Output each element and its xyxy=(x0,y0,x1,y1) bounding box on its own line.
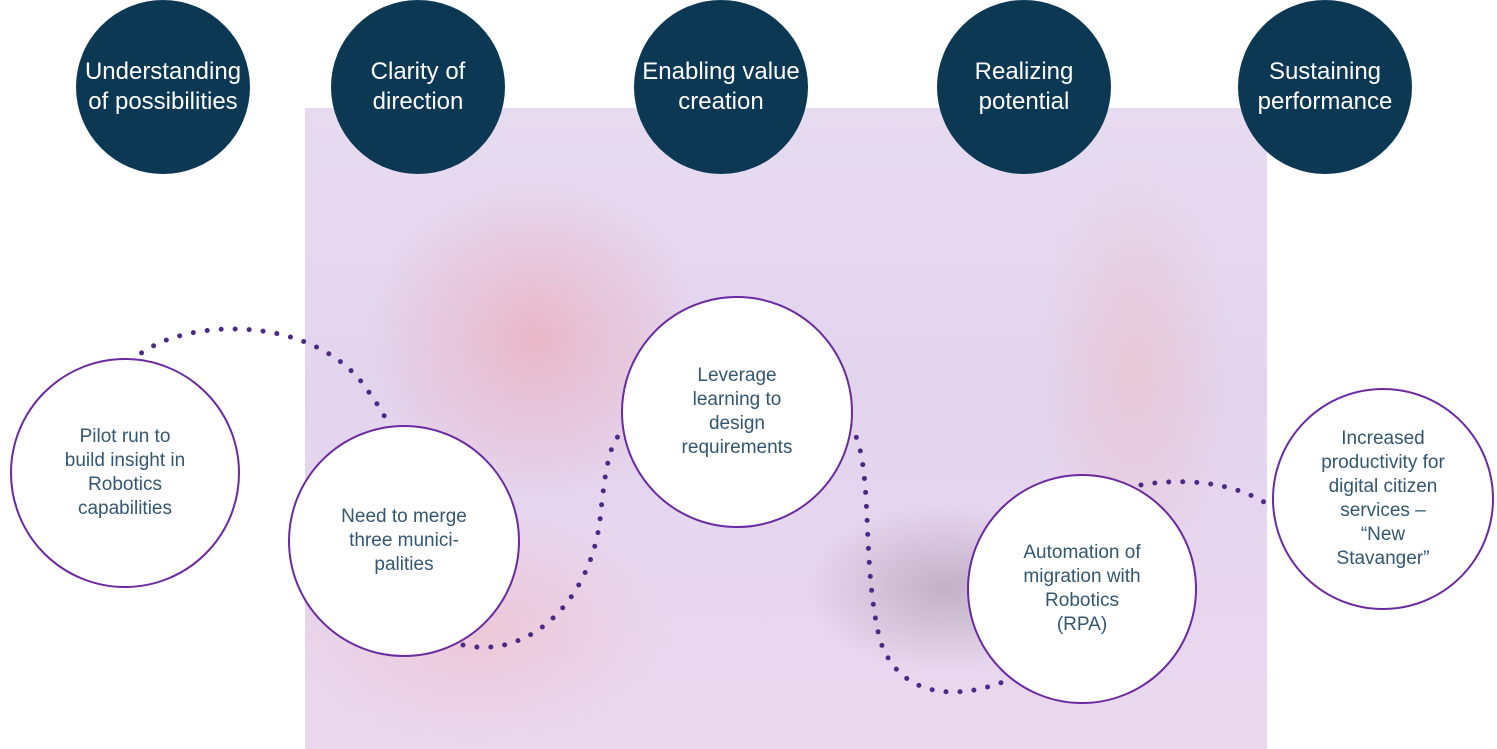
step-circle-leverage: Leverage learning to design requirements xyxy=(621,296,853,528)
stage-label: Understanding of possibilities xyxy=(84,58,242,115)
stage-circle-clarity: Clarity of direction xyxy=(331,0,505,174)
stage-circle-understanding: Understanding of possibilities xyxy=(76,0,250,174)
step-circle-pilot: Pilot run to build insight in Robotics c… xyxy=(10,358,240,588)
step-label: Increased productivity for digital citiz… xyxy=(1321,428,1445,569)
step-circle-productivity: Increased productivity for digital citiz… xyxy=(1272,388,1494,610)
stage-label: Clarity of direction xyxy=(370,58,466,115)
stage-label: Enabling value creation xyxy=(642,58,800,115)
step-label: Pilot run to build insight in Robotics c… xyxy=(64,426,186,519)
step-label: Automation of migration with Robotics (R… xyxy=(1023,542,1141,635)
stage-label: Sustaining performance xyxy=(1257,58,1393,115)
step-label: Need to merge three munici- palities xyxy=(341,506,467,575)
stage-circle-sustaining: Sustaining performance xyxy=(1238,0,1412,174)
step-label: Leverage learning to design requirements xyxy=(681,365,793,458)
stage-circle-enabling: Enabling value creation xyxy=(634,0,808,174)
stage-label: Realizing potential xyxy=(974,58,1074,115)
step-circle-merge: Need to merge three munici- palities xyxy=(288,425,520,657)
stage-circle-realizing: Realizing potential xyxy=(937,0,1111,174)
step-circle-automation: Automation of migration with Robotics (R… xyxy=(967,474,1197,704)
